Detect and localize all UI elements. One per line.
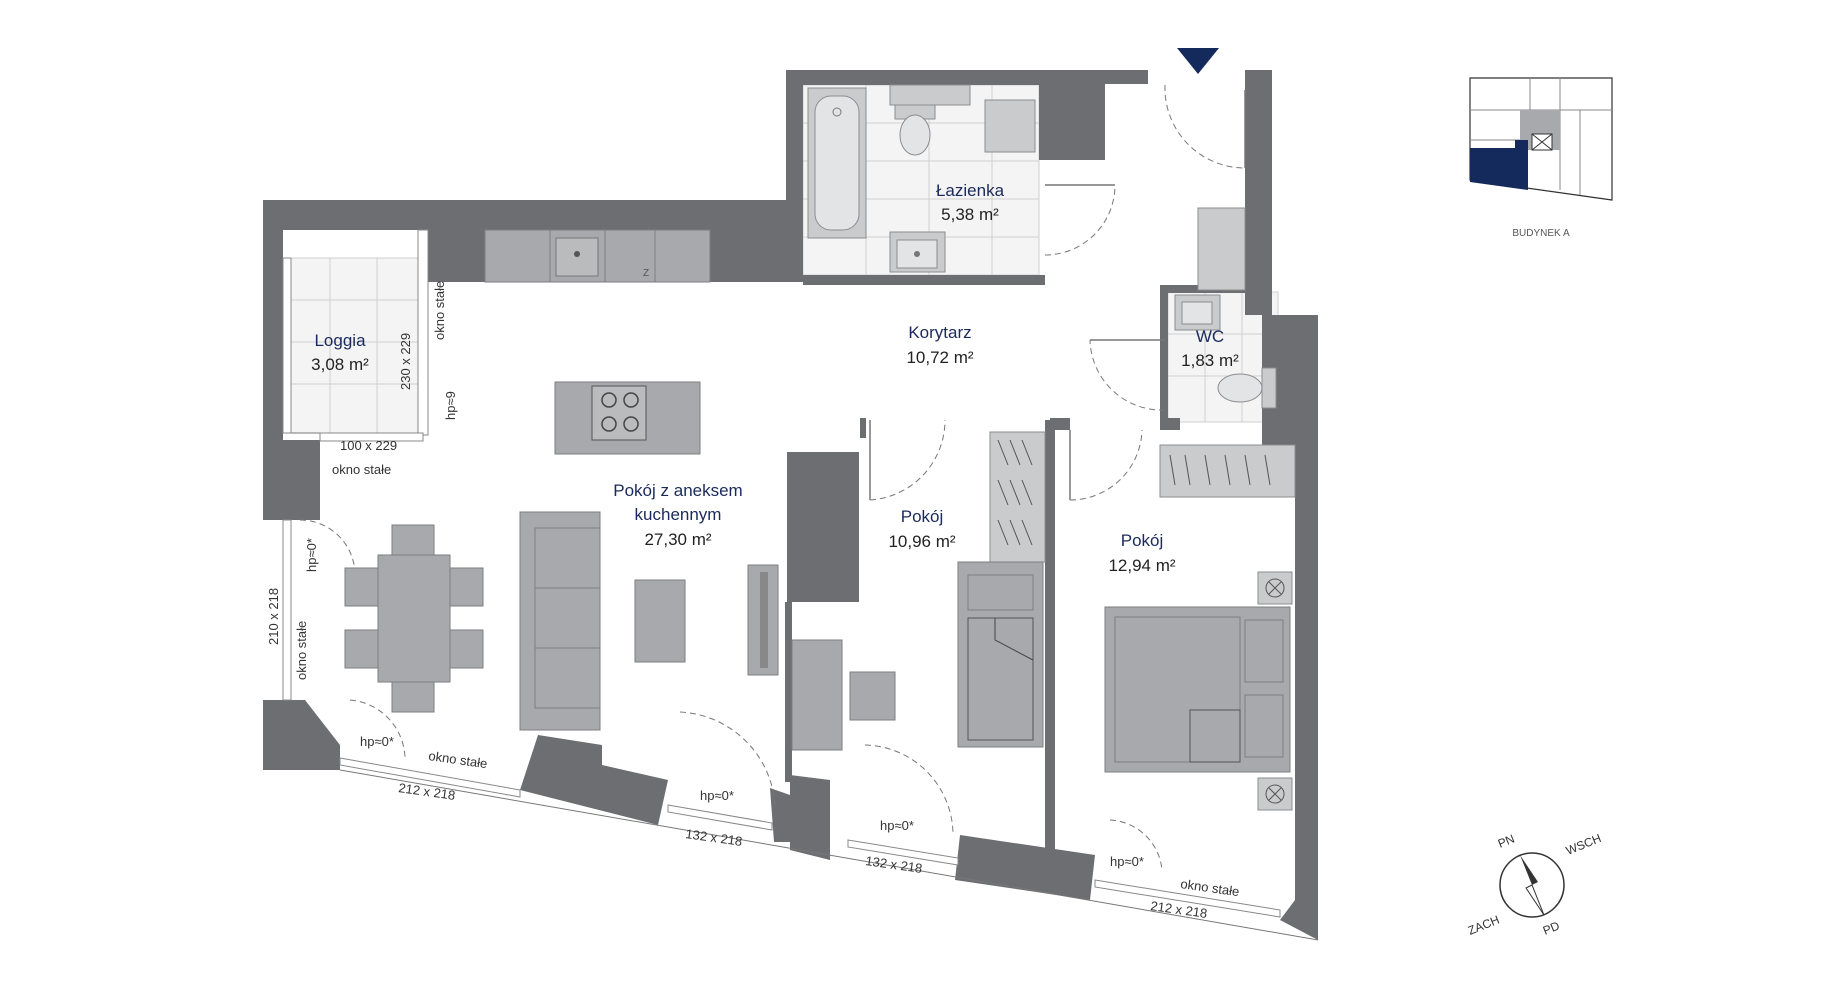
tv-unit [747, 564, 779, 676]
hp-bottom-3: hp≈0* [880, 818, 914, 833]
room-name-pokoj1: Pokój [901, 507, 944, 526]
nightstand-bottom-icon [1257, 777, 1293, 811]
compass-needle-south-icon [1525, 884, 1545, 916]
dim-loggia-230x229: 230 x 229 [398, 333, 413, 390]
kitchen-island [554, 381, 701, 455]
nightstand-top-icon [1257, 571, 1293, 605]
kitchen-counter: Z [484, 229, 711, 283]
room-area-pokoj1: 10,96 m² [888, 532, 955, 551]
hp-bottom-4: hp≈0* [1110, 854, 1144, 869]
key-plan-highlight [1470, 140, 1528, 190]
compass-north: PN [1496, 832, 1517, 851]
room-name-salon-line2: kuchennym [635, 505, 722, 524]
key-plan: BUDYNEK A [1469, 77, 1613, 239]
window-label-left: okno stałe [294, 621, 309, 680]
washing-machine [984, 99, 1036, 153]
wc-toilet [1217, 367, 1277, 409]
hp-bottom-2: hp≈0* [700, 788, 734, 803]
fridge-label: Z [643, 268, 649, 279]
bathroom-toilet [894, 104, 936, 156]
bathroom-sink [889, 231, 946, 273]
wc-sink [1174, 294, 1221, 331]
dim-loggia-100x229: 100 x 229 [340, 438, 397, 453]
hp-loggia: hp≈9 [443, 391, 458, 420]
room-name-pokoj2: Pokój [1121, 531, 1164, 550]
compass-needle-north-icon [1520, 855, 1538, 885]
coffee-table [634, 579, 686, 663]
room-area-korytarz: 10,72 m² [906, 348, 973, 367]
bed-room1 [957, 561, 1044, 748]
compass: PN WSCH PD ZACH [1466, 831, 1603, 938]
window-label-loggia-bottom: okno stałe [332, 462, 391, 477]
compass-east: WSCH [1564, 831, 1603, 858]
doors [299, 84, 1246, 871]
wardrobe-room1 [989, 431, 1046, 563]
desk [791, 639, 896, 751]
compass-west: ZACH [1466, 913, 1502, 938]
bathtub [807, 87, 867, 239]
hp-left-door: hp≈0* [304, 538, 319, 572]
dim-bottom-132x218-1: 132 x 218 [685, 826, 744, 849]
bed-room2 [1104, 606, 1291, 773]
room-area-wc: 1,83 m² [1181, 351, 1239, 370]
walls [263, 70, 1318, 940]
room-area-salon: 27,30 m² [644, 530, 711, 549]
hall-cabinet [1197, 207, 1246, 291]
compass-south: PD [1541, 918, 1562, 937]
room-area-lazienka: 5,38 m² [941, 205, 999, 224]
room-name-loggia: Loggia [314, 331, 366, 350]
room-area-pokoj2: 12,94 m² [1108, 556, 1175, 575]
hp-bottom-1: hp≈0* [360, 734, 394, 749]
window-label-loggia-right: okno stałe [432, 281, 447, 340]
dining-set [344, 524, 484, 713]
bath-cabinet [889, 84, 971, 106]
room-area-loggia: 3,08 m² [311, 355, 369, 374]
room-name-wc: WC [1196, 327, 1224, 346]
entrance-arrow [1177, 48, 1219, 74]
sofa [519, 511, 601, 731]
room-name-lazienka: Łazienka [936, 181, 1005, 200]
room-name-salon-line1: Pokój z aneksem [613, 481, 742, 500]
window-label-bottom-1: okno stałe [428, 748, 489, 771]
dim-left-210x218: 210 x 218 [266, 588, 281, 645]
room-name-korytarz: Korytarz [908, 323, 971, 342]
windows [282, 229, 1281, 918]
wardrobe-hall [1159, 444, 1296, 498]
key-plan-caption: BUDYNEK A [1512, 228, 1570, 239]
